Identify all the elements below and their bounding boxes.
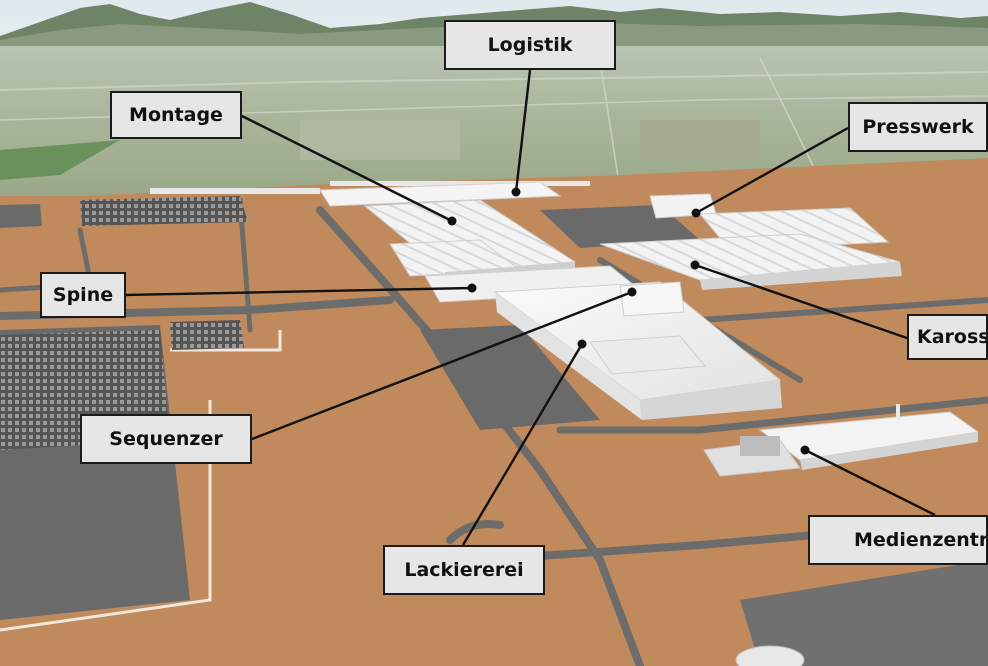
- label-spine: Spine: [40, 272, 126, 318]
- leader-lines: [125, 69, 936, 546]
- leader-presswerk: [695, 126, 849, 215]
- leader-logistik: [514, 69, 532, 193]
- label-presswerk: Presswerk: [848, 102, 988, 152]
- leader-montage: [241, 114, 453, 223]
- leader-spine: [125, 286, 473, 297]
- label-medienzentrale: Medienzentra: [808, 515, 988, 565]
- round-tank: [735, 645, 805, 666]
- leader-karosserie: [694, 263, 908, 340]
- leader-lackiererei: [461, 343, 584, 546]
- label-lackiererei: Lackiererei: [383, 545, 545, 595]
- label-montage: Montage: [110, 91, 242, 139]
- leader-medienzentrale: [804, 448, 936, 517]
- label-karosserie: Karosse: [907, 314, 988, 360]
- leader-sequenzer: [251, 290, 633, 441]
- label-sequenzer: Sequenzer: [80, 414, 252, 464]
- building-logistik: [319, 181, 562, 207]
- leader-dots: [447, 187, 810, 455]
- label-logistik: Logistik: [444, 20, 616, 70]
